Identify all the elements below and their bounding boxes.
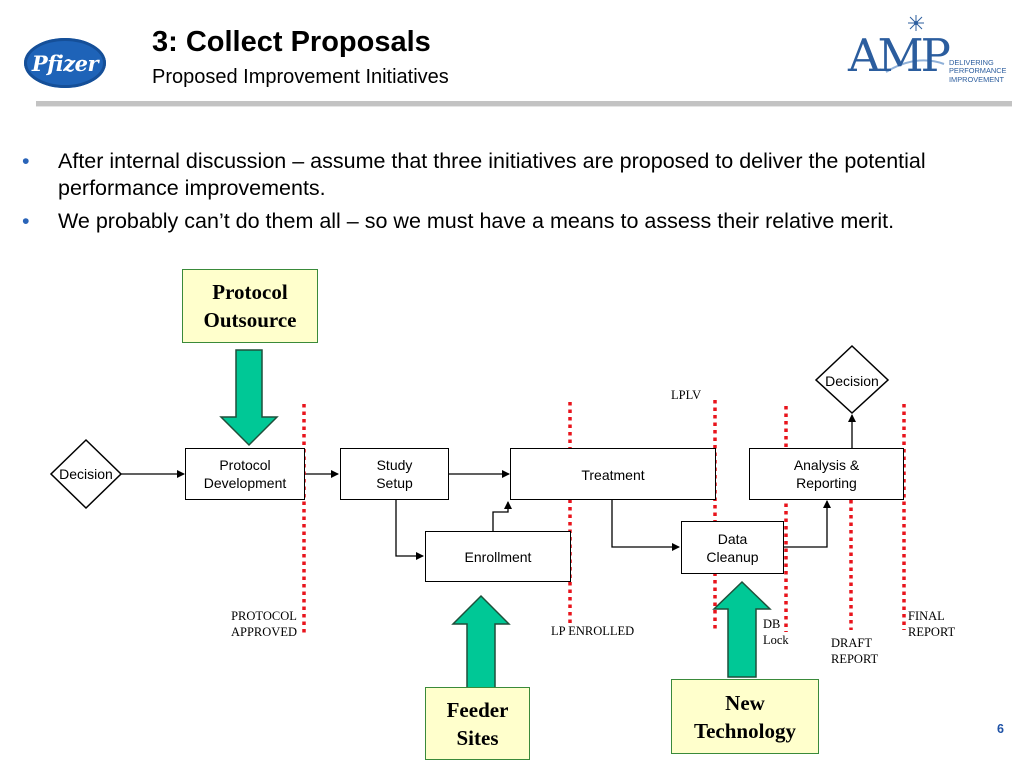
draft-report-label: DRAFT REPORT [831,636,879,666]
bullet-item: • After internal discussion – assume tha… [20,148,1016,202]
protocol-outsource-label: Protocol Outsource [203,280,297,332]
new-technology-arrow-icon [712,580,772,678]
amp-tagline-line-3: IMPROVEMENT [949,74,1005,84]
data-cleanup-label: Data Cleanup [706,530,759,565]
start-decision-label: Decision [59,466,113,482]
protocol-development-box: Protocol Development [185,448,305,500]
page-number: 6 [997,722,1004,736]
lp-enrolled-label: LP ENROLLED [551,624,635,638]
slide-subtitle: Proposed Improvement Initiatives [152,66,449,88]
protocol-outsource-arrow-icon [219,349,279,447]
new-technology-label: New Technology [694,690,796,743]
bullet-text: We probably can’t do them all – so we mu… [58,209,895,233]
protocol-outsource-callout: Protocol Outsource [182,269,318,343]
amp-logo-text: AMP [848,29,951,82]
analysis-reporting-label: Analysis & Reporting [793,457,860,491]
treatment-box: Treatment [510,448,716,500]
protocol-development-label: Protocol Development [203,457,287,491]
start-decision-diamond [49,438,123,510]
bullet-text: After internal discussion – assume that … [58,149,926,200]
end-decision-diamond [814,344,890,415]
connector-enrollment-to-treatment [492,501,512,531]
amp-tagline-line-1: DELIVERING [949,58,994,67]
enrollment-label: Enrollment [464,548,532,565]
enrollment-box: Enrollment [425,531,571,582]
end-decision-label: Decision [825,373,879,389]
lplv-label: LPLV [671,388,702,402]
protocol-approved-label: PROTOCOL APPROVED [231,609,297,639]
bullet-dot-icon: • [22,209,30,233]
study-setup-label: Study Setup [376,457,413,491]
db-lock-label: DB Lock [763,617,789,647]
new-technology-callout: New Technology [671,679,819,754]
pfizer-logo: Pfizer [24,38,106,88]
bullet-item: • We probably can’t do them all – so we … [20,208,1016,235]
amp-logo-star-icon [885,15,945,73]
amp-logo-tagline: DELIVERING PERFORMANCE IMPROVEMENT [949,58,1007,84]
connector-treatment-to-cleanup [611,500,680,551]
connector-setup-to-enrollment [395,500,424,560]
analysis-reporting-box: Analysis & Reporting [749,448,904,500]
bullet-list: • After internal discussion – assume tha… [20,148,1016,241]
data-cleanup-box: Data Cleanup [681,521,784,574]
final-report-label: FINAL REPORT [908,609,956,639]
study-setup-box: Study Setup [340,448,449,500]
treatment-label: Treatment [581,467,645,483]
pfizer-logo-text: Pfizer [31,50,99,76]
amp-tagline-line-2: PERFORMANCE [949,66,1007,76]
header-divider [36,101,1012,107]
slide-title: 3: Collect Proposals [152,26,431,58]
feeder-sites-callout: Feeder Sites [425,687,530,760]
connector-cleanup-to-analysis [784,500,831,548]
feeder-sites-label: Feeder Sites [446,697,509,750]
bullet-dot-icon: • [22,149,30,173]
feeder-sites-arrow-icon [451,594,511,689]
